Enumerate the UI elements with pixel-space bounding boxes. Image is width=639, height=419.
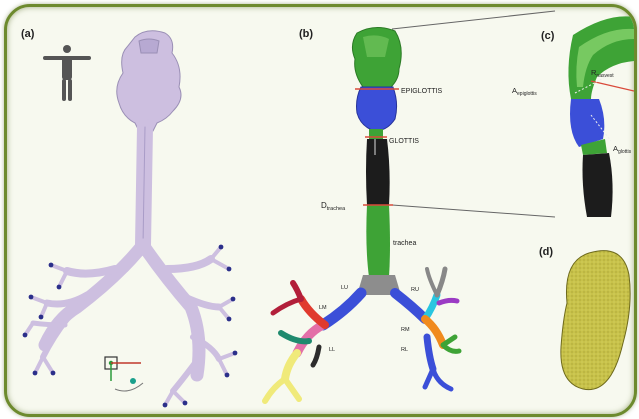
panel-a: (a) <box>21 28 237 407</box>
branch-right-mid-label: RM <box>401 327 410 333</box>
trachea-black-segment <box>366 139 390 205</box>
epiglottis-label: EPIGLOTTIS <box>401 88 443 95</box>
branch-left-upper-label: LU <box>341 285 348 291</box>
a-glottis-label: Aglottis <box>613 144 632 155</box>
branch-right-lower-label: RL <box>401 347 408 353</box>
branch-left-mid-label: LM <box>319 305 327 311</box>
figure-canvas: (a) <box>7 7 634 414</box>
panel-c: (c) Aepiglottis Rnasvest Aglottis <box>512 16 634 217</box>
a-epiglottis-label: Aepiglottis <box>512 86 537 97</box>
panel-b: (b) <box>265 11 555 401</box>
zoom-black-trachea <box>583 153 613 217</box>
pharynx-highlight <box>363 35 389 57</box>
panel-b-label: (b) <box>299 28 313 40</box>
nasvest-line <box>591 81 634 91</box>
a-epiglottis-sub: epiglottis <box>517 91 537 97</box>
a-glottis-sub: glottis <box>618 149 632 155</box>
branch-left-lower-label: LL <box>329 347 335 353</box>
trachea-green-segment <box>366 205 390 277</box>
human-figure-icon <box>43 45 91 101</box>
axis-triad-icon <box>105 357 143 391</box>
figure-frame: (a) <box>4 4 637 417</box>
larynx-region-blue <box>357 87 397 131</box>
branch-right-upper-label: RU <box>411 287 419 293</box>
trachea-label: trachea <box>393 240 416 247</box>
panel-d: (d) <box>539 246 630 390</box>
panel-a-label: (a) <box>21 28 35 40</box>
r-sub: nasvest <box>596 73 614 79</box>
d-trachea-label: Dtrachea <box>321 201 346 212</box>
zoom-blue-region <box>570 99 604 147</box>
glottis-label: GLOTTIS <box>389 138 419 145</box>
panel-c-label: (c) <box>541 30 555 42</box>
d-trachea-sub: trachea <box>327 206 346 212</box>
left-bronchial-tree <box>265 283 361 401</box>
zoom-connector-lines <box>392 11 555 217</box>
upper-airway-model <box>117 31 181 131</box>
panel-d-label: (d) <box>539 246 553 258</box>
particle-shape <box>561 251 630 390</box>
